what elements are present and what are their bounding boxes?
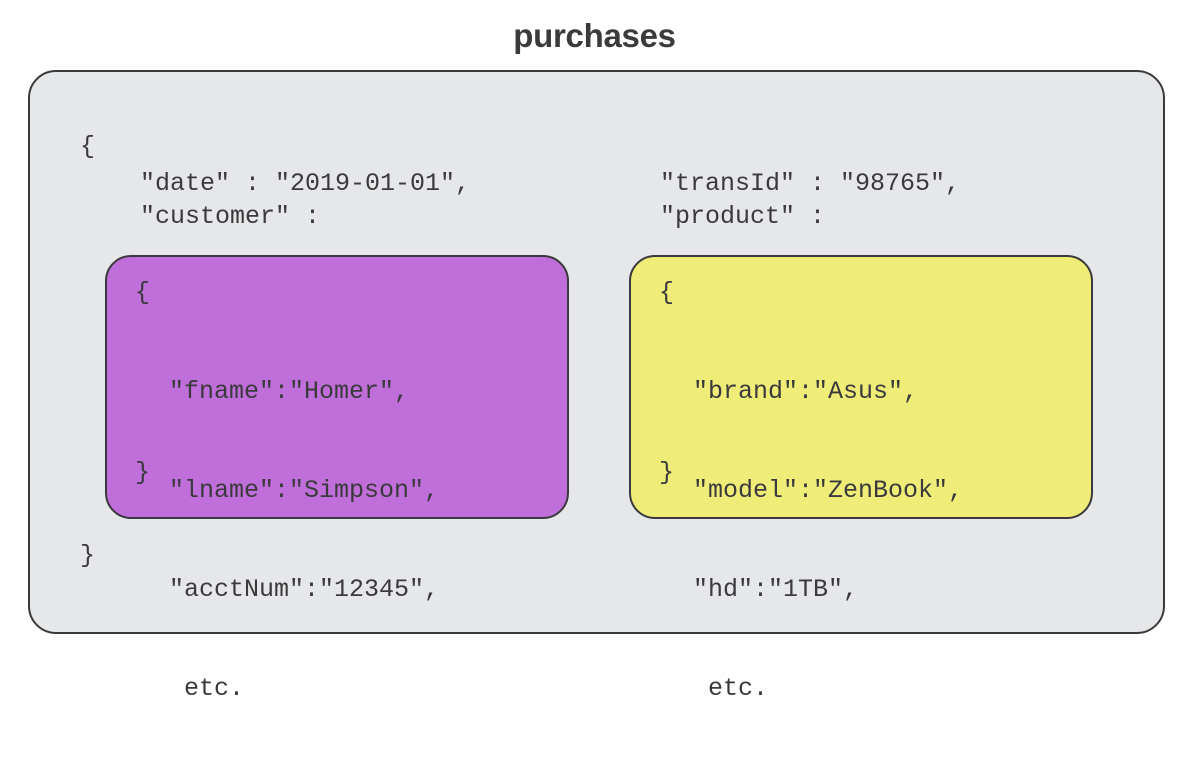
customer-close-brace: }	[135, 458, 151, 487]
product-field-model: "model":"ZenBook",	[693, 476, 964, 505]
document-open-brace: {	[80, 132, 96, 161]
field-date: "date" : "2019-01-01",	[140, 169, 471, 198]
field-customer-key: "customer" :	[140, 202, 321, 231]
product-close-brace: }	[659, 458, 675, 487]
customer-field-etc: etc.	[169, 674, 245, 703]
customer-open-brace: {	[135, 278, 151, 307]
field-transid: "transId" : "98765",	[660, 169, 961, 198]
customer-subdocument-box: { "fname":"Homer", "lname":"Simpson", "a…	[105, 255, 569, 703]
purchases-document-card: { "date" : "2019-01-01", "customer" : "t…	[28, 70, 1165, 703]
product-field-hd: "hd":"1TB",	[693, 575, 859, 604]
field-product-key: "product" :	[660, 202, 826, 231]
customer-field-fname: "fname":"Homer",	[169, 377, 410, 406]
document-close-brace: }	[80, 541, 96, 570]
customer-field-list: "fname":"Homer", "lname":"Simpson", "acc…	[169, 309, 439, 771]
product-open-brace: {	[659, 278, 675, 307]
collection-title: purchases	[513, 17, 676, 54]
customer-field-lname: "lname":"Simpson",	[169, 476, 440, 505]
product-field-list: "brand":"Asus", "model":"ZenBook", "hd":…	[693, 309, 963, 771]
product-field-etc: etc.	[693, 674, 769, 703]
product-subdocument-box: { "brand":"Asus", "model":"ZenBook", "hd…	[629, 255, 1093, 703]
product-field-brand: "brand":"Asus",	[693, 377, 919, 406]
customer-field-acctnum: "acctNum":"12345",	[169, 575, 440, 604]
